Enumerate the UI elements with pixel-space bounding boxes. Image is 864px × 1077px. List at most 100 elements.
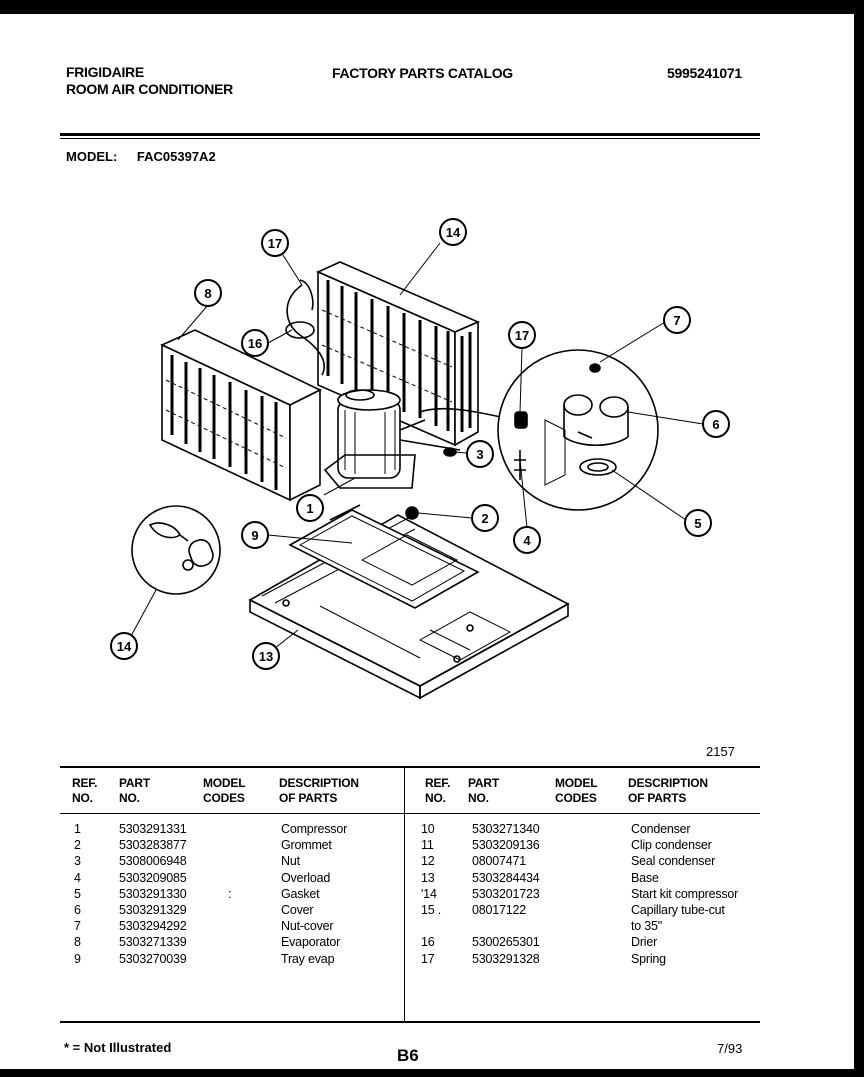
- ref-cell: 2: [74, 838, 81, 853]
- part-number-cell: 5303209085: [119, 870, 187, 885]
- part-number-cell: 5303284434: [472, 870, 540, 885]
- table-row: 3 5308006948 Nut: [0, 853, 404, 869]
- part-number-cell: 5303291330: [119, 886, 187, 901]
- part-number-cell: 5303271339: [119, 935, 187, 950]
- svg-text:14: 14: [117, 639, 132, 654]
- catalog-title: FACTORY PARTS CATALOG: [332, 65, 513, 81]
- part-number-cell: 5300265301: [472, 935, 540, 950]
- header-ref-no-right: REF.NO.: [425, 776, 451, 805]
- svg-text:14: 14: [446, 225, 461, 240]
- table-rule-top: [60, 766, 760, 768]
- description-cell: Grommet: [281, 838, 332, 853]
- table-row: 17 5303291328 Spring: [0, 951, 760, 967]
- model-number: FAC05397A2: [136, 149, 216, 164]
- condenser-drawing: [316, 261, 481, 447]
- part-number-cell: 5303271340: [472, 822, 540, 836]
- description-cell: Tray evap: [281, 951, 335, 966]
- svg-text:5: 5: [694, 516, 701, 531]
- part-number-cell: 08007471: [472, 854, 527, 869]
- svg-text:7: 7: [673, 313, 680, 328]
- callout-6: 6: [702, 410, 730, 438]
- ref-cell: 4: [74, 870, 81, 885]
- ref-cell: 3: [74, 854, 81, 869]
- callout-4: 4: [513, 526, 541, 554]
- part-number-cell: 5303294292: [119, 919, 187, 934]
- ref-cell: 5: [74, 886, 81, 901]
- svg-text:9: 9: [251, 528, 258, 543]
- header-rule-thin: [60, 138, 760, 139]
- table-row: to 35": [0, 918, 760, 934]
- svg-text:3: 3: [476, 447, 483, 462]
- table-column-divider: [404, 766, 405, 1022]
- svg-text:4: 4: [523, 533, 531, 548]
- ref-cell: 10: [421, 822, 435, 836]
- scan-border-bottom: [0, 1069, 864, 1077]
- ref-cell: 11: [421, 838, 434, 853]
- description-cell: Cover: [281, 902, 314, 917]
- callout-14-bottom: 14: [110, 632, 138, 660]
- callout-15: 16: [241, 329, 269, 357]
- svg-text:16: 16: [248, 336, 262, 351]
- ref-cell: 15 .: [421, 902, 442, 917]
- revision-date: 7/93: [717, 1041, 743, 1056]
- description-cell: Clip condenser: [631, 838, 712, 853]
- overload-detail-circle: [497, 349, 659, 511]
- ref-cell: 17: [421, 951, 435, 966]
- part-number-cell: 5303201723: [472, 886, 540, 901]
- page-id: B6: [397, 1046, 419, 1065]
- callout-17: 17: [508, 321, 536, 349]
- ref-cell: 7: [74, 919, 81, 934]
- description-cell: Spring: [631, 951, 666, 966]
- callout-7: 7: [663, 306, 691, 334]
- ref-cell: 6: [74, 902, 81, 917]
- callout-13: 13: [252, 642, 280, 670]
- svg-text:6: 6: [712, 417, 719, 432]
- ref-cell: 9: [74, 951, 81, 966]
- callout-3: 3: [466, 440, 494, 468]
- part-number-cell: 5303270039: [119, 951, 187, 966]
- ref-cell: 1: [74, 822, 81, 836]
- callout-2: 2: [471, 504, 499, 532]
- part-number-cell: 5303291328: [472, 951, 540, 966]
- description-cell: Nut: [281, 854, 300, 869]
- callout-5: 5: [684, 509, 712, 537]
- exploded-parts-diagram: 17 14 8 16 17 7 6 3 1 2 5 4 9 14 13: [110, 218, 730, 700]
- svg-text:17: 17: [515, 328, 529, 343]
- description-cell: Compressor: [281, 822, 348, 836]
- part-number-cell: 5308006948: [119, 854, 187, 869]
- capillary-tube-drawing: [285, 279, 325, 376]
- callouts: 17 14 8 16 17 7 6 3 1 2 5 4 9 14 13: [110, 218, 730, 670]
- ref-cell: 13: [421, 870, 435, 885]
- header-ref-no-left: REF.NO.: [72, 776, 98, 805]
- callout-14-top: 14: [439, 218, 467, 246]
- model-label: MODEL:: [66, 149, 118, 164]
- tray-evap-drawing: [288, 504, 480, 609]
- part-number-cell: 5303209136: [472, 838, 540, 853]
- table-rule-bottom: [60, 1021, 760, 1023]
- callout-8: 8: [194, 279, 222, 307]
- description-cell: Base: [631, 870, 659, 885]
- table-header-rule: [60, 813, 760, 814]
- description-cell: to 35": [631, 919, 663, 934]
- part-number-cell: 5303291329: [119, 902, 187, 917]
- description-cell: Start kit compressor: [631, 886, 739, 901]
- part-number-cell: 5303291331: [119, 822, 187, 836]
- evaporator-drawing: [160, 329, 322, 502]
- brand-block: FRIGIDAIRE ROOM AIR CONDITIONER: [66, 64, 233, 98]
- document-number: 5995241071: [667, 65, 742, 81]
- description-cell: Drier: [631, 935, 658, 950]
- ref-cell: 12: [421, 854, 435, 869]
